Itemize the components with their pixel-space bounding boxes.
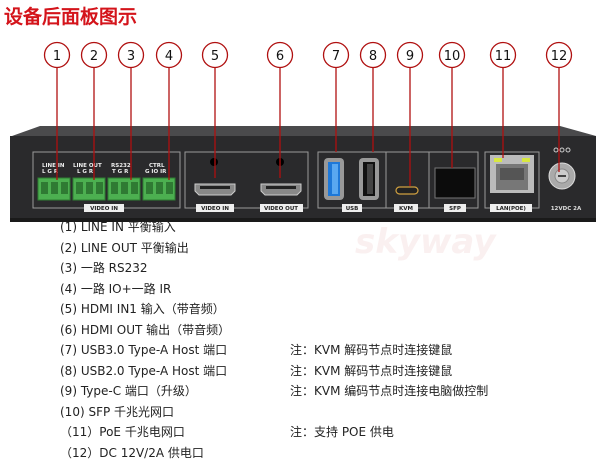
label-hdmi-in: VIDEO IN (201, 206, 229, 212)
type-c-port (395, 186, 419, 195)
port-description: (5) HDMI IN1 输入（带音频） (60, 302, 225, 316)
terminal-pin (156, 182, 163, 194)
page-title: 设备后面板图示 (4, 6, 138, 28)
terminal-pin (61, 182, 68, 194)
port-description: (4) 一路 IO+一路 IR (60, 281, 172, 296)
lan-port (490, 155, 534, 193)
terminal-pin (121, 182, 128, 194)
label-rs232: RS232 (111, 163, 131, 169)
callout-circle (489, 41, 517, 69)
label-line-out-pins: L G R (77, 169, 94, 175)
port-description: (2) LINE OUT 平衡输出 (60, 240, 189, 255)
hdmi-in-port (194, 158, 236, 196)
callout-circle (155, 41, 183, 69)
callout-number: 10 (444, 49, 461, 64)
label-lan: LAN(POE) (496, 206, 526, 212)
port-description: (9) Type-C 端口（升级） (60, 384, 197, 398)
callout-number: 3 (127, 49, 135, 64)
callout-number: 4 (165, 49, 173, 64)
port-description: (10) SFP 千兆光网口 (60, 404, 175, 419)
callout-circle (201, 41, 229, 69)
terminal-pin (76, 182, 83, 194)
port-description: (8) USB2.0 Type-A Host 端口 (60, 363, 228, 378)
callout-number: 8 (369, 49, 377, 64)
callout-number: 1 (53, 49, 61, 64)
callout-number: 5 (211, 49, 219, 64)
port-note: 注：KVM 解码节点时连接键鼠 (290, 343, 453, 357)
callout-number: 7 (332, 49, 340, 64)
usb3-port (324, 158, 344, 200)
label-rs232-pins: T G R (112, 169, 129, 175)
usb2-port (359, 158, 379, 200)
callout-circle (396, 41, 424, 69)
label-line-out: LINE OUT (73, 163, 102, 169)
callout-number: 6 (276, 49, 284, 64)
terminal-pin (51, 182, 58, 194)
port-note: 注：KVM 解码节点时连接键鼠 (290, 363, 453, 378)
callout-circle (438, 41, 466, 69)
callout-circle (80, 41, 108, 69)
callout-circle (322, 41, 350, 69)
label-sfp: SFP (449, 206, 461, 212)
callout-number: 12 (551, 49, 568, 64)
callout-circle (43, 41, 71, 69)
port-description: （12）DC 12V/2A 供电口 (60, 445, 204, 460)
callout-number: 2 (90, 49, 98, 64)
port-note: 注：支持 POE 供电 (290, 425, 394, 439)
terminal-pin (131, 182, 138, 194)
label-usb: USB (346, 206, 359, 212)
sfp-port (434, 167, 476, 199)
label-kvm: KVM (399, 206, 413, 212)
port-description: (1) LINE IN 平衡输入 (60, 220, 176, 234)
port-note: 注：KVM 编码节点时连接电脑做控制 (290, 384, 489, 398)
label-video-in-group: VIDEO IN (90, 206, 118, 212)
port-description: (3) 一路 RS232 (60, 261, 148, 275)
callout-number: 11 (495, 49, 512, 64)
dc-power-port (548, 147, 576, 190)
watermark: skyway (355, 222, 496, 262)
callout-number: 9 (406, 49, 414, 64)
label-ctrl-pins: G IO IR (145, 169, 167, 175)
port-description: (7) USB3.0 Type-A Host 端口 (60, 343, 228, 357)
label-line-in: LINE IN (42, 163, 65, 169)
label-ctrl: CTRL (149, 163, 165, 169)
hdmi-group (184, 151, 309, 209)
terminal-pin (111, 182, 118, 194)
callout-circle (359, 41, 387, 69)
terminal-pin (146, 182, 153, 194)
device-top (12, 126, 596, 136)
callout-circle (266, 41, 294, 69)
terminal-pin (166, 182, 173, 194)
terminal-pin (96, 182, 103, 194)
terminal-pin (86, 182, 93, 194)
port-description: (6) HDMI OUT 输出（带音频） (60, 322, 231, 337)
device-rear-panel: LINE IN L G R LINE OUT L G R RS232 T G R… (10, 41, 596, 222)
callout-circle (545, 41, 573, 69)
callout-circle (117, 41, 145, 69)
label-power: 12VDC 2A (551, 206, 582, 212)
port-description: （11）PoE 千兆电网口 (60, 425, 185, 439)
label-line-in-pins: L G R (42, 169, 59, 175)
label-hdmi-out: VIDEO OUT (264, 206, 298, 212)
terminal-pin (41, 182, 48, 194)
